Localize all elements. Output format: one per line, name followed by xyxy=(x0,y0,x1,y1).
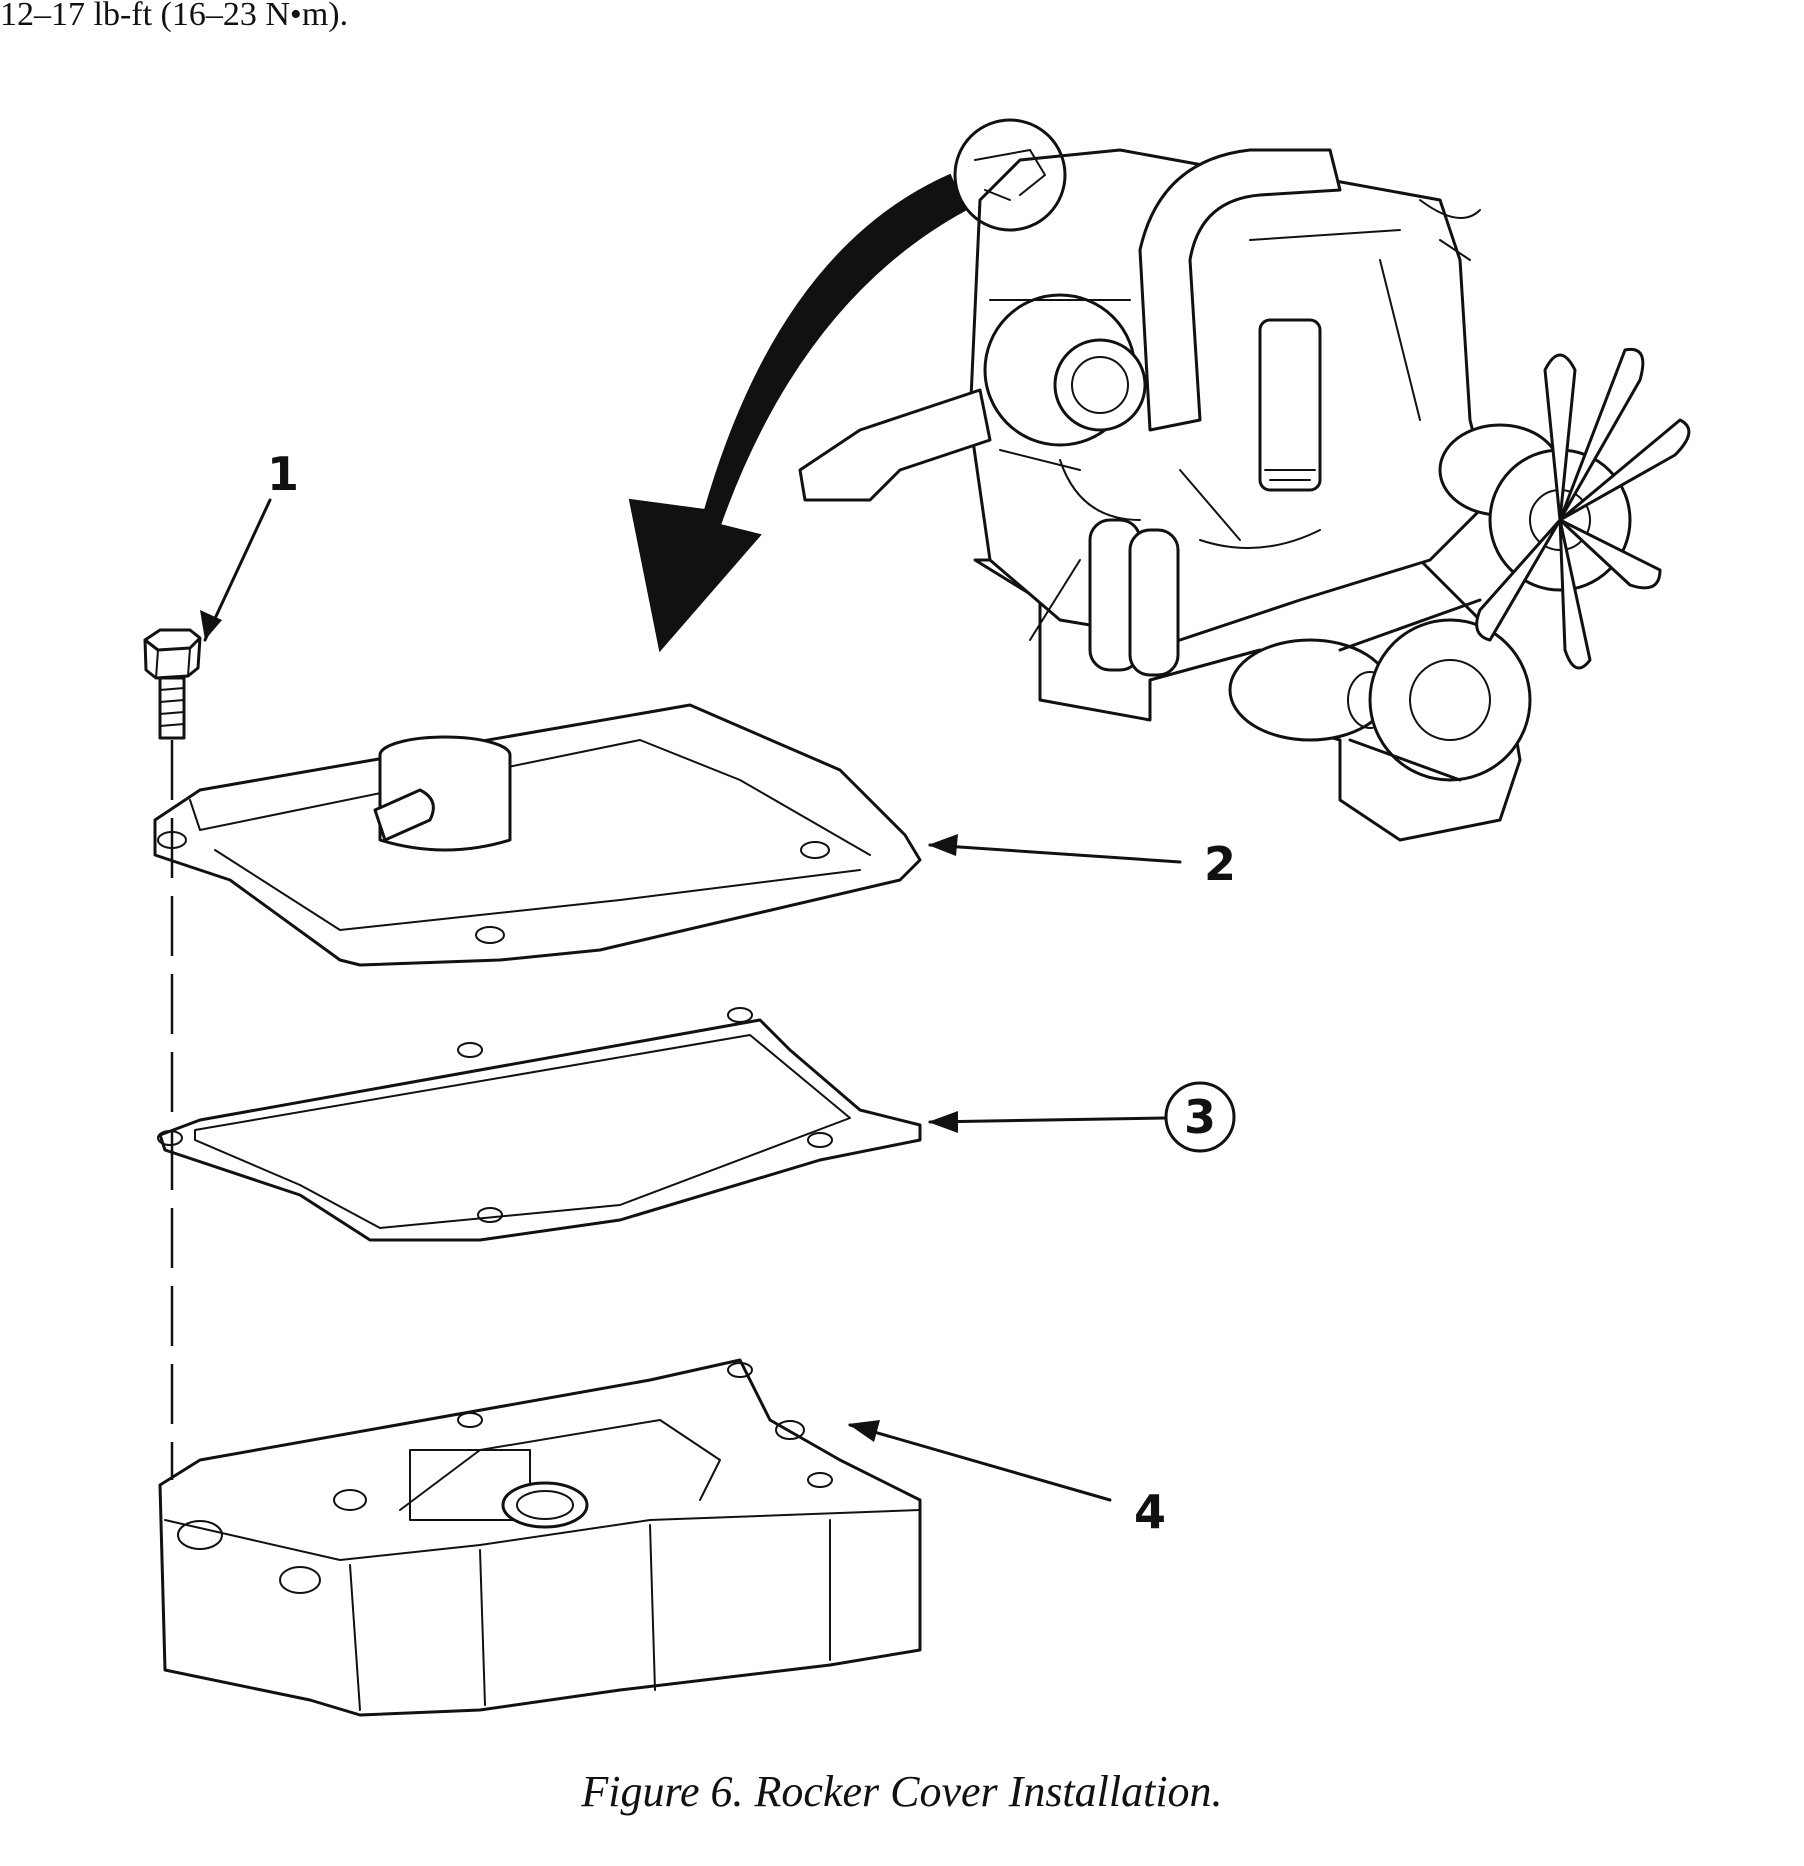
torque-spec-text: 12–17 lb-ft (16–23 N•m). xyxy=(0,0,349,33)
leader-lines xyxy=(200,498,1182,1502)
callout-3-circle xyxy=(1164,1081,1236,1153)
part-1-bolt xyxy=(143,628,202,740)
callout-1: 1 xyxy=(267,447,299,501)
callout-2: 2 xyxy=(1204,837,1236,891)
direction-arrow-icon xyxy=(628,173,967,653)
part-2-rocker-cover xyxy=(153,703,922,967)
part-4-housing xyxy=(158,1358,922,1717)
engine-illustration xyxy=(798,118,1691,842)
part-3-gasket xyxy=(157,1007,922,1242)
figure-caption: Figure 6. Rocker Cover Installation. xyxy=(581,1767,1223,1816)
callout-4: 4 xyxy=(1134,1485,1166,1539)
callout-3: 3 xyxy=(1184,1090,1216,1144)
